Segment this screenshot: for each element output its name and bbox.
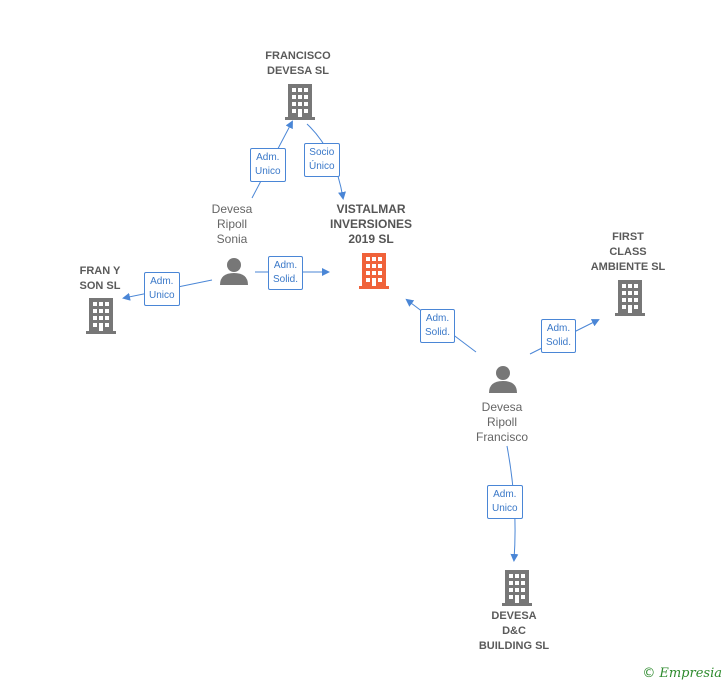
relation-label[interactable]: Adm. Solid. bbox=[541, 319, 577, 353]
relation-label-line: Adm. bbox=[493, 489, 517, 500]
building-icon[interactable] bbox=[285, 84, 315, 120]
relation-label-line: Adm. bbox=[546, 323, 571, 334]
company-name-fran-y-son[interactable]: FRAN Y SON SL bbox=[64, 264, 136, 294]
company-name-line: FIRST bbox=[612, 231, 644, 243]
person-name-line: Devesa bbox=[481, 400, 523, 414]
relation-label[interactable]: Adm. Solid. bbox=[420, 309, 456, 343]
company-name-francisco-devesa[interactable]: FRANCISCO DEVESA SL bbox=[248, 49, 348, 79]
person-name-line: Devesa bbox=[211, 202, 253, 216]
person-icon[interactable] bbox=[488, 364, 518, 394]
company-name-line: FRANCISCO bbox=[265, 50, 331, 62]
person-name-line: Francisco bbox=[475, 430, 528, 444]
relation-label-line: Adm. bbox=[273, 260, 298, 271]
building-icon[interactable] bbox=[502, 570, 532, 606]
relation-label-line: Adm. bbox=[150, 276, 174, 287]
relation-label-line: Socio bbox=[309, 147, 335, 158]
relation-label-line: Único bbox=[309, 161, 335, 172]
company-name-line: CLASS bbox=[609, 246, 647, 258]
relation-label-line: Unico bbox=[149, 290, 175, 301]
building-icon[interactable] bbox=[358, 253, 390, 289]
person-name-sonia[interactable]: Devesa Ripoll Sonia bbox=[196, 202, 268, 247]
relation-label-line: Adm. bbox=[256, 152, 280, 163]
company-name-line: SON SL bbox=[79, 280, 121, 292]
relation-label[interactable]: Adm. Unico bbox=[250, 148, 286, 182]
relation-label[interactable]: Adm. Solid. bbox=[268, 256, 304, 290]
company-name-line: D&C bbox=[502, 625, 526, 637]
relation-label[interactable]: Adm. Unico bbox=[144, 272, 180, 306]
company-name-line: BUILDING SL bbox=[478, 640, 550, 652]
company-name-line: INVERSIONES bbox=[329, 217, 413, 231]
person-name-line: Ripoll bbox=[486, 415, 517, 429]
person-name-line: Sonia bbox=[216, 232, 248, 246]
building-icon[interactable] bbox=[615, 280, 645, 316]
person-name-francisco[interactable]: Devesa Ripoll Francisco bbox=[462, 400, 542, 445]
relation-label[interactable]: Socio Único bbox=[304, 143, 340, 177]
main-company-name[interactable]: VISTALMAR INVERSIONES 2019 SL bbox=[316, 202, 426, 247]
relation-label-line: Solid. bbox=[425, 327, 451, 338]
copyright-icon: © bbox=[642, 666, 656, 681]
building-icon[interactable] bbox=[86, 298, 116, 334]
brand-logo: ©Empresia bbox=[642, 666, 722, 681]
company-name-line: VISTALMAR bbox=[336, 202, 406, 216]
relation-label[interactable]: Adm. Unico bbox=[487, 485, 523, 519]
company-name-line: DEVESA SL bbox=[267, 65, 329, 77]
relation-label-line: Solid. bbox=[273, 274, 299, 285]
company-name-first-class[interactable]: FIRST CLASS AMBIENTE SL bbox=[582, 230, 674, 275]
company-name-line: FRAN Y bbox=[79, 265, 121, 277]
relation-label-line: Unico bbox=[492, 503, 518, 514]
company-name-devesa-dc[interactable]: DEVESA D&C BUILDING SL bbox=[464, 609, 564, 654]
brand-name: Empresia bbox=[659, 666, 722, 681]
relation-label-line: Adm. bbox=[425, 313, 450, 324]
person-name-line: Ripoll bbox=[216, 217, 247, 231]
company-name-line: AMBIENTE SL bbox=[590, 261, 666, 273]
relation-label-line: Solid. bbox=[546, 337, 572, 348]
company-name-line: DEVESA bbox=[491, 610, 537, 622]
person-icon[interactable] bbox=[219, 256, 249, 286]
relation-label-line: Unico bbox=[255, 166, 281, 177]
company-name-line: 2019 SL bbox=[348, 232, 394, 246]
